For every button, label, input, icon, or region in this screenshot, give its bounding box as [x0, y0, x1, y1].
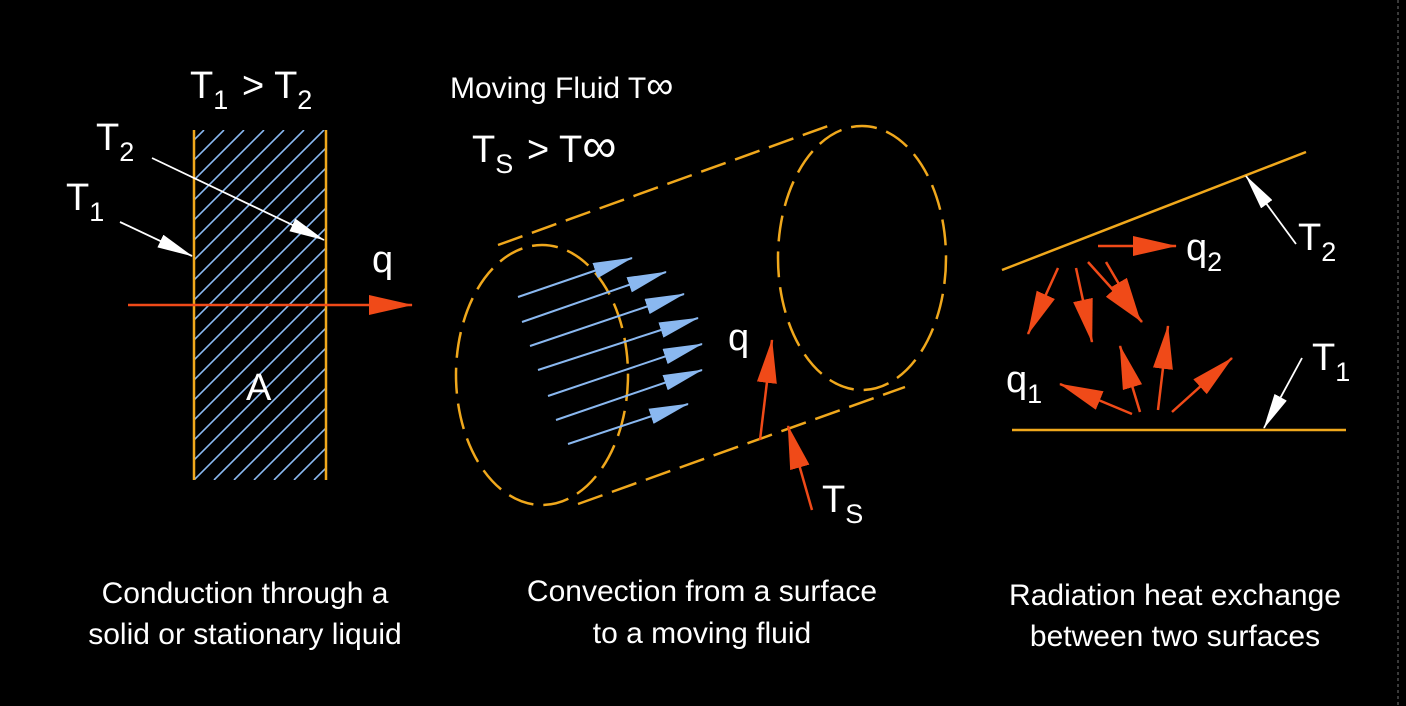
hatch-line — [194, 130, 265, 202]
convection-relation: TS > T∞ — [472, 120, 616, 179]
cylinder-top-edge — [497, 124, 829, 247]
conduction-t1-label: T1 — [66, 177, 107, 227]
conduction-relation: T1 > T2 — [190, 65, 316, 115]
hatch-line — [194, 130, 285, 222]
convection-caption-line2: to a moving fluid — [593, 617, 811, 650]
hatch-line — [194, 130, 325, 262]
radiation-t1-pointer — [1263, 357, 1303, 429]
area-label: A — [246, 367, 272, 409]
hatch-line — [194, 130, 305, 242]
hatch-line — [194, 146, 326, 282]
hatch-line — [253, 406, 326, 480]
radiation-t1-label: T1 — [1312, 337, 1353, 387]
convection-q-label: q — [728, 317, 749, 359]
hatch-line — [194, 346, 326, 480]
hatch-line — [233, 386, 326, 480]
radiation-arrows — [1026, 236, 1233, 416]
ts-pointer-arrow — [786, 425, 814, 511]
t2-pointer-arrow — [151, 157, 325, 241]
hatch-line — [213, 366, 326, 480]
convection-ts-label: TS — [822, 479, 866, 529]
moving-fluid-label: Moving Fluid T∞ — [450, 65, 673, 107]
conduction-panel: T1 > T2 T2 T1 q A Conduction through a s… — [66, 65, 413, 651]
conduction-caption-line1: Conduction through a — [102, 577, 389, 610]
cylinder-front-end — [454, 243, 630, 507]
conduction-q-label: q — [372, 239, 393, 281]
conduction-t2-label: T2 — [96, 117, 137, 167]
hatch-line — [194, 326, 326, 462]
radiation-caption-line1: Radiation heat exchange — [1009, 579, 1341, 612]
radiation-q2-label: q2 — [1186, 227, 1225, 277]
radiation-t2-label: T2 — [1298, 217, 1339, 267]
convection-heat-arrow — [756, 339, 777, 441]
radiation-panel: T2 q2 T1 q1 Radiation heat exchange betw… — [1001, 150, 1353, 653]
radiation-caption-line2: between two surfaces — [1030, 620, 1320, 653]
radiation-q1-label: q1 — [1006, 359, 1045, 409]
hatch-line — [194, 306, 326, 442]
convection-caption-line1: Convection from a surface — [527, 575, 877, 608]
upper-surface — [1001, 150, 1307, 272]
cylinder-bottom-edge — [577, 385, 906, 506]
cylinder-back-end — [776, 124, 948, 392]
convection-panel: Moving Fluid T∞ TS > T∞ q TS Convection … — [450, 65, 948, 650]
radiation-t2-pointer — [1245, 175, 1297, 245]
hatch-line — [194, 166, 326, 302]
fluid-flow-arrows — [517, 257, 703, 445]
t1-pointer-arrow — [119, 221, 193, 257]
conduction-caption-line2: solid or stationary liquid — [88, 618, 402, 651]
